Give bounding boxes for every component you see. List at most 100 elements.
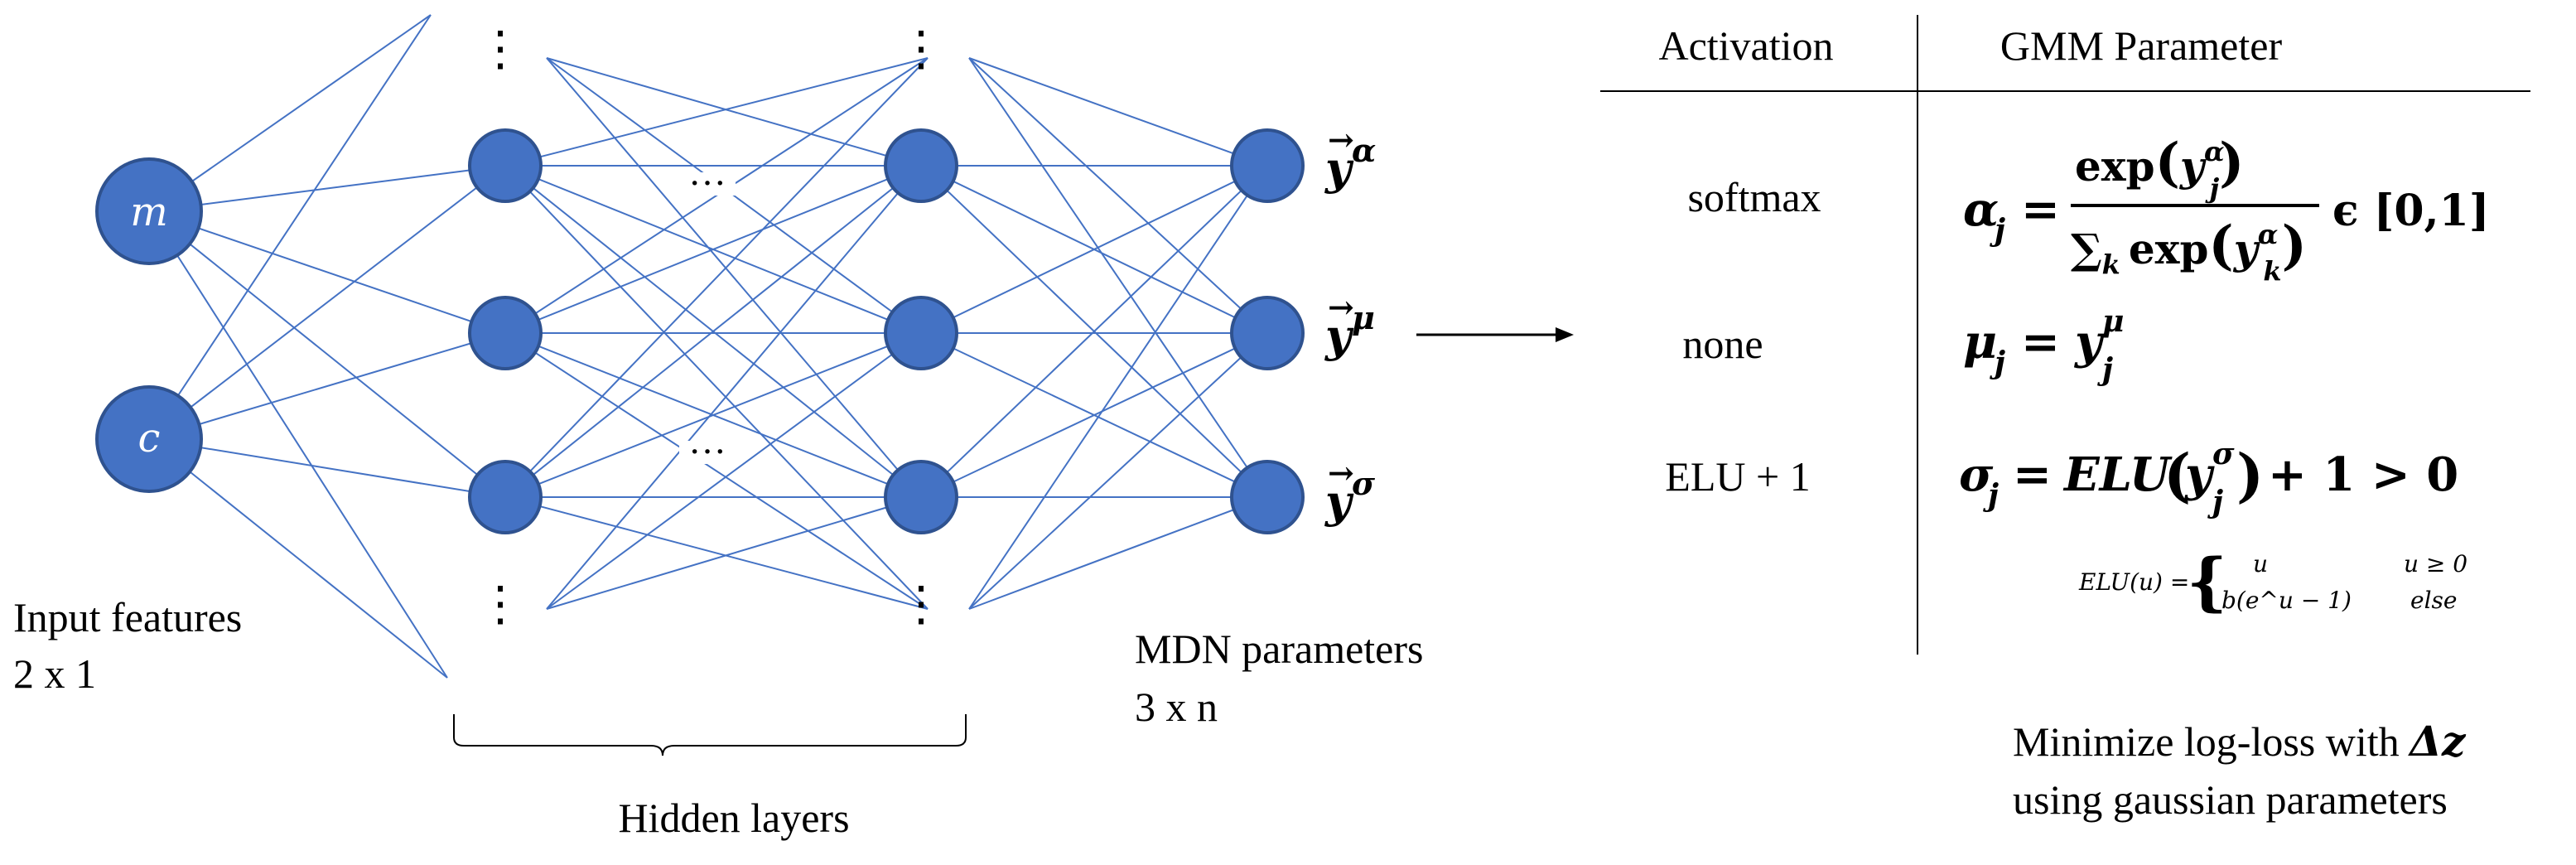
ellipsis-between-layers-bottom: ··· (688, 430, 726, 472)
svg-text:→: → (1328, 288, 1354, 326)
svg-text:α: α (1352, 132, 1376, 169)
svg-text:→: → (1328, 121, 1354, 158)
svg-text:σ: σ (1959, 447, 1994, 502)
footer-line2: using gaussian parameters (2013, 776, 2448, 823)
ellipsis-between-layers-top: ··· (688, 162, 726, 204)
edge-stub-output (968, 332, 1268, 610)
hidden2-node-3 (884, 460, 958, 534)
edge-stub-output (968, 57, 1268, 334)
svg-text:μ: μ (1963, 315, 1997, 370)
svg-text:y: y (2183, 447, 2215, 502)
edge-hidden2-output (920, 332, 1268, 498)
edge-hidden1-top (504, 57, 929, 167)
edge-hidden1-hidden2 (504, 165, 922, 334)
edge-hidden2-top (546, 57, 922, 167)
output-label-mu: y → μ (1324, 288, 1375, 362)
svg-text:y: y (1324, 142, 1354, 195)
output-node-mu (1230, 296, 1305, 370)
table-header-activation: Activation (1658, 22, 1833, 69)
elu-case1-value: u (2253, 550, 2268, 577)
edge-input-hidden1 (148, 210, 506, 498)
ellipsis-hidden2-bottom: ⋮ (897, 577, 945, 631)
edge-hidden2-top (546, 57, 922, 498)
formula-mu: μ j = y μ j (1963, 304, 2124, 387)
edge-input-hidden1 (148, 165, 506, 212)
hidden2-node-2 (884, 296, 958, 370)
svg-text:→: → (1328, 454, 1354, 491)
hidden-layers-label: Hidden layers (618, 795, 849, 841)
footer-line1-prefix: Minimize log-loss with (2013, 718, 2410, 765)
input-features-label: Input features (13, 594, 242, 640)
svg-text:exp(yαj): exp(yαj) (2075, 132, 2244, 204)
elu-lhs: ELU(u) = (2078, 568, 2189, 596)
ellipsis-hidden1-top: ⋮ (476, 22, 524, 75)
svg-text:σ: σ (2212, 437, 2235, 471)
svg-text:): ) (2236, 441, 2264, 510)
input-node-c: c (95, 385, 203, 493)
table-header-gmm-parameter: GMM Parameter (2000, 22, 2283, 69)
edge-stub-output (968, 496, 1268, 610)
mdn-dims-label: 3 x n (1135, 684, 1218, 730)
edge-input-hidden1 (148, 332, 506, 440)
mdn-parameters-label: MDN parameters (1135, 626, 1424, 672)
row-elu-activation: ELU + 1 (1665, 453, 1810, 500)
edge-hidden1-bottom (504, 496, 929, 610)
elu-case1-condition: u ≥ 0 (2404, 550, 2467, 577)
svg-text:y: y (1324, 475, 1354, 528)
svg-text:(: ( (2164, 441, 2191, 510)
svg-text:+ 1 > 0: + 1 > 0 (2268, 447, 2458, 502)
output-node-alpha (1230, 128, 1305, 203)
input-dims-label: 2 x 1 (13, 650, 96, 697)
hidden1-node-1 (468, 128, 543, 203)
edge-hidden2-bottom (546, 496, 922, 610)
svg-text:α: α (1963, 182, 1999, 237)
edge-hidden1-hidden2 (504, 332, 922, 498)
edge-hidden2-output (920, 165, 1268, 334)
arrow-head-icon (1556, 327, 1574, 342)
ellipsis-hidden2-top: ⋮ (897, 22, 945, 75)
elu-definition: ELU(u) = { u b(e^u − 1) u ≥ 0 else (2078, 544, 2467, 618)
svg-text:=: = (2021, 182, 2060, 237)
edge-input-hidden1 (148, 210, 506, 334)
hidden1-node-3 (468, 460, 543, 534)
output-node-sigma (1230, 460, 1305, 534)
ellipsis-hidden1-bottom: ⋮ (476, 577, 524, 631)
svg-text:y: y (2073, 315, 2105, 370)
row-none-activation: none (1682, 321, 1763, 367)
hidden1-node-2 (468, 296, 543, 370)
svg-text:y: y (1324, 309, 1354, 362)
edge-hidden2-bottom (546, 165, 922, 610)
input-node-c-label: c (138, 415, 161, 461)
edge-stub-output (968, 57, 1268, 167)
edge-input-stub (148, 14, 432, 212)
network-edges (148, 14, 1268, 679)
edge-input-stub (148, 438, 448, 679)
hidden2-node-1 (884, 128, 958, 203)
elu-case2-condition: else (2410, 587, 2457, 614)
elu-case2-value: b(e^u − 1) (2221, 587, 2352, 614)
input-node-m-label: m (130, 189, 168, 235)
edge-hidden1-top (504, 57, 929, 498)
footer-symbol: Δz (2407, 717, 2467, 766)
edge-hidden2-output (920, 165, 1268, 498)
formula-sigma: σ j = ELU ( y σ j ) + 1 > 0 (1959, 437, 2458, 519)
edge-stub-output (968, 165, 1268, 610)
edge-stub-output (968, 57, 1268, 498)
svg-text:ELU: ELU (2062, 447, 2173, 502)
hidden-layers-bracket (453, 714, 967, 756)
edge-input-hidden1 (148, 165, 506, 440)
svg-text:μ: μ (1352, 299, 1375, 336)
svg-text:μ: μ (2102, 304, 2124, 339)
edge-hidden1-bottom (504, 332, 929, 610)
output-label-sigma: y → σ (1324, 454, 1376, 528)
svg-text:ϵ [0,1]: ϵ [0,1] (2332, 186, 2489, 236)
edge-input-stub (148, 210, 448, 679)
svg-text:σ: σ (1352, 465, 1376, 502)
svg-text:{: { (2187, 544, 2227, 618)
edge-input-hidden1 (148, 438, 506, 498)
row-softmax-activation: softmax (1687, 174, 1821, 220)
svg-text:=: = (2013, 447, 2052, 502)
